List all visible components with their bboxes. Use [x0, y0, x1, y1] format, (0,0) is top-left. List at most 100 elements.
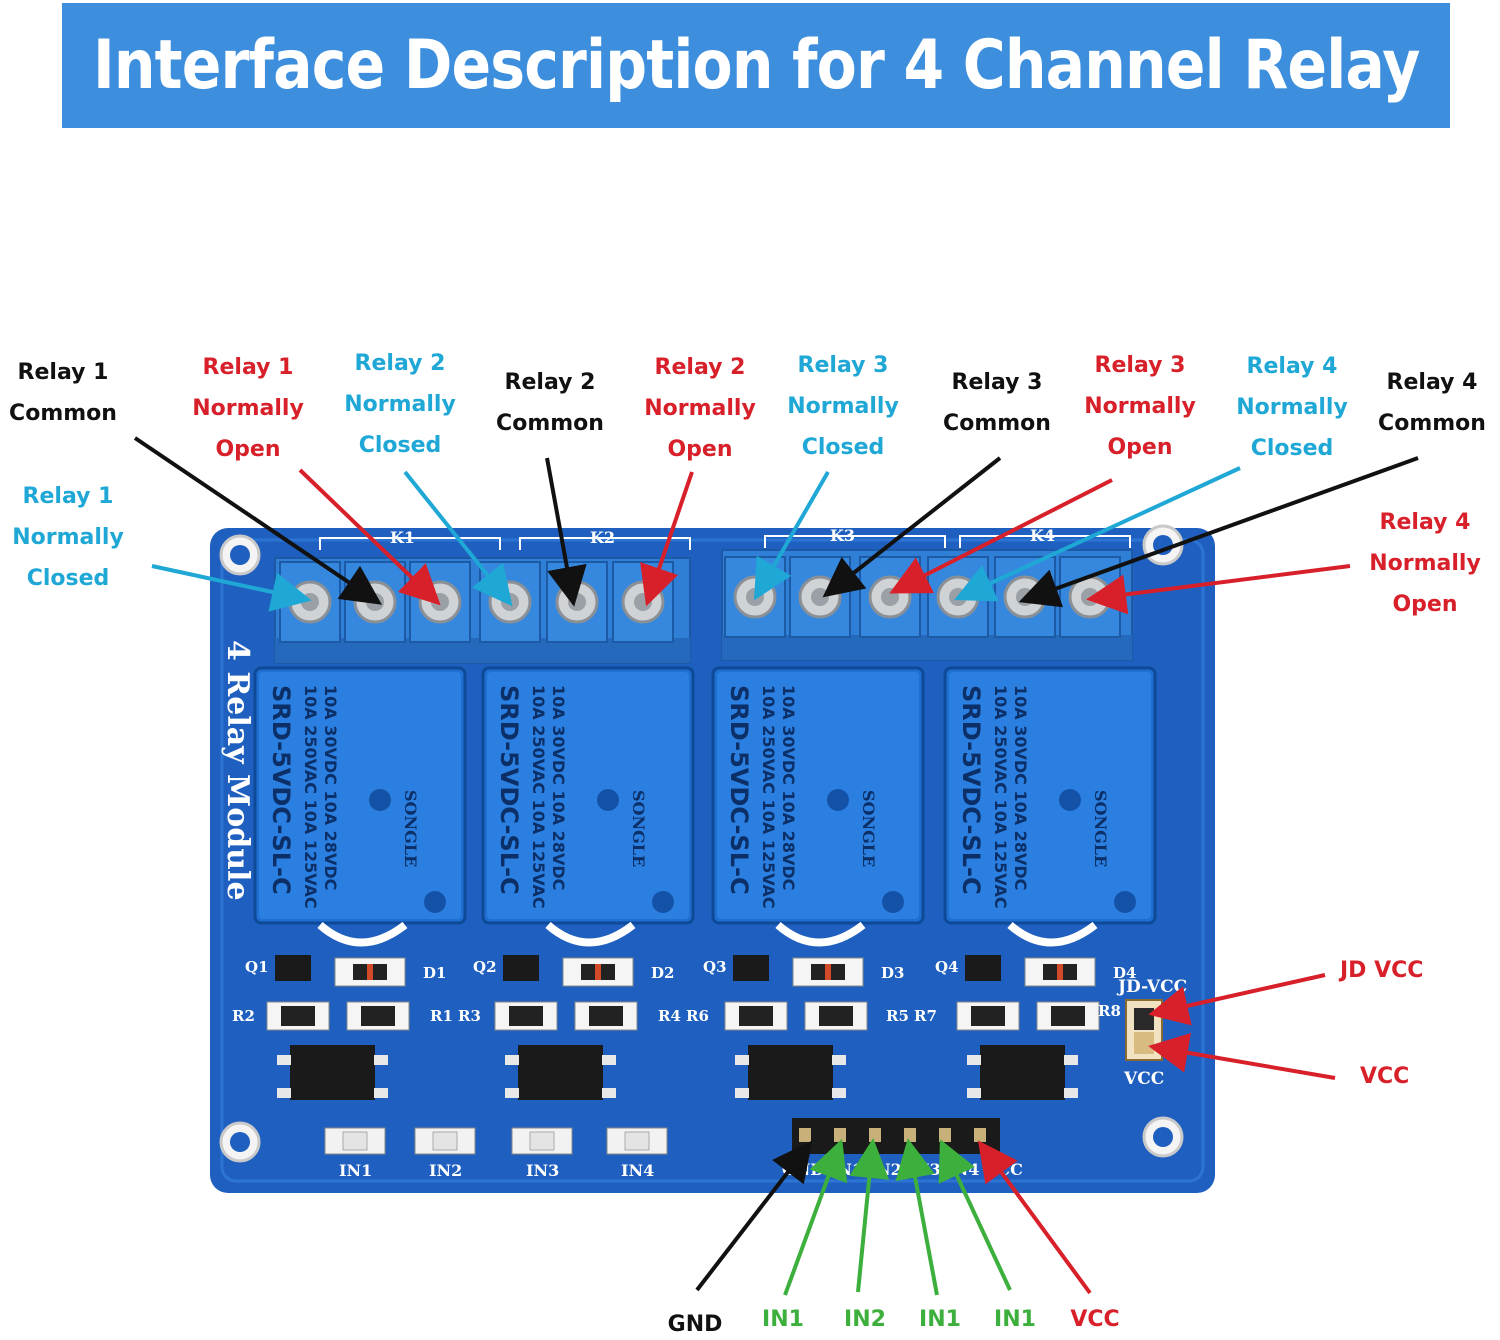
svg-text:10A 250VAC 10A 125VAC: 10A 250VAC 10A 125VAC [759, 685, 778, 909]
terminal-screw [789, 556, 851, 638]
jumper-top-text: JD-VCC [1116, 977, 1187, 997]
module-text: 4 Relay Module [220, 640, 255, 901]
pointer-line [754, 471, 830, 601]
svg-text:SONGLE: SONGLE [629, 790, 648, 867]
resistor-label: R5 [886, 1007, 909, 1025]
pin-label: GND [667, 1312, 723, 1337]
svg-text:D1: D1 [423, 964, 446, 982]
jumper-bottom-text: VCC [1123, 1069, 1164, 1089]
svg-text:10A 30VDC 10A 28VDC: 10A 30VDC 10A 28VDC [779, 685, 798, 890]
resistor-label: R3 [458, 1007, 481, 1025]
terminal-screw [859, 556, 921, 638]
status-led: IN1 [324, 1127, 386, 1180]
terminal-screw [724, 556, 786, 638]
terminal-screw [344, 561, 406, 643]
status-led: IN3 [511, 1127, 573, 1180]
svg-text:D3: D3 [881, 964, 904, 982]
title-banner: Interface Description for 4 Channel Rela… [62, 3, 1450, 128]
resistor-label: R7 [914, 1007, 937, 1025]
pointer-line [977, 1140, 1092, 1295]
pointer-line [545, 457, 587, 607]
pointer-lines [133, 436, 1419, 1296]
pointer-line [151, 564, 312, 612]
terminal-screw [279, 561, 341, 643]
pointer-line [133, 436, 382, 605]
page-title: Interface Description for 4 Channel Rela… [92, 26, 1420, 105]
pointer-line [1086, 564, 1351, 615]
resistor-label: R4 [658, 1007, 681, 1025]
status-led: IN2 [414, 1127, 476, 1180]
pointer-line [895, 1138, 939, 1296]
channel-components: Q3 D3 [703, 921, 904, 1100]
channel-components: Q4 D4 [935, 921, 1136, 1100]
pointer-line [403, 470, 513, 607]
svg-text:10A 30VDC 10A 28VDC: 10A 30VDC 10A 28VDC [1011, 685, 1030, 890]
pin-label: IN1 [919, 1307, 961, 1332]
relay-id: K4 [1030, 526, 1055, 545]
svg-text:SONGLE: SONGLE [1091, 790, 1110, 867]
pin-label: IN2 [844, 1307, 886, 1332]
pointer-line [640, 471, 694, 607]
svg-text:SONGLE: SONGLE [401, 790, 420, 867]
pointer-line [298, 468, 441, 606]
channel-components: Q2 D2 [473, 921, 674, 1100]
svg-text:IN3: IN3 [526, 1161, 559, 1180]
jd-vcc-label: JD VCC [1340, 958, 1424, 983]
terminal-screw [612, 561, 674, 643]
channel-components: Q1 D1 [245, 921, 446, 1100]
svg-text:D2: D2 [651, 964, 674, 982]
pointer-line [1148, 1033, 1336, 1080]
jumper [1125, 999, 1163, 1061]
pin-label: IN1 [994, 1307, 1036, 1332]
terminal-screw [546, 561, 608, 643]
svg-text:SRD-5VDC-SL-C: SRD-5VDC-SL-C [725, 685, 753, 895]
pointer-line [695, 1140, 813, 1292]
svg-text:Q4: Q4 [935, 958, 959, 976]
svg-text:10A 30VDC 10A 28VDC: 10A 30VDC 10A 28VDC [321, 685, 340, 890]
svg-text:10A 30VDC 10A 28VDC: 10A 30VDC 10A 28VDC [549, 685, 568, 890]
resistor-label: R1 [430, 1007, 453, 1025]
status-led: IN4 [606, 1127, 668, 1180]
svg-text:Q2: Q2 [473, 958, 497, 976]
pin-header [792, 1118, 1000, 1154]
svg-text:IN2: IN2 [429, 1161, 462, 1180]
svg-text:10A 250VAC 10A 125VAC: 10A 250VAC 10A 125VAC [301, 685, 320, 909]
terminal-screw [409, 561, 471, 643]
resistor-label: R8 [1098, 1002, 1121, 1020]
relay-id: K3 [830, 526, 855, 545]
svg-text:10A 250VAC 10A 125VAC: 10A 250VAC 10A 125VAC [991, 685, 1010, 909]
svg-text:SRD-5VDC-SL-C: SRD-5VDC-SL-C [957, 685, 985, 895]
pointer-line [1148, 973, 1326, 1026]
svg-text:SONGLE: SONGLE [859, 790, 878, 867]
svg-text:IN4: IN4 [621, 1161, 654, 1180]
svg-text:10A 250VAC 10A 125VAC: 10A 250VAC 10A 125VAC [529, 685, 548, 909]
pin-label: VCC [1070, 1307, 1120, 1332]
pointer-line [822, 456, 1002, 598]
resistor-label: R6 [686, 1007, 709, 1025]
pin-label: IN1 [762, 1307, 804, 1332]
svg-text:D4: D4 [1113, 964, 1136, 982]
pointer-line [889, 478, 1113, 594]
svg-text:Q1: Q1 [245, 958, 269, 976]
svg-text:Q3: Q3 [703, 958, 727, 976]
vcc-label: VCC [1360, 1064, 1410, 1089]
